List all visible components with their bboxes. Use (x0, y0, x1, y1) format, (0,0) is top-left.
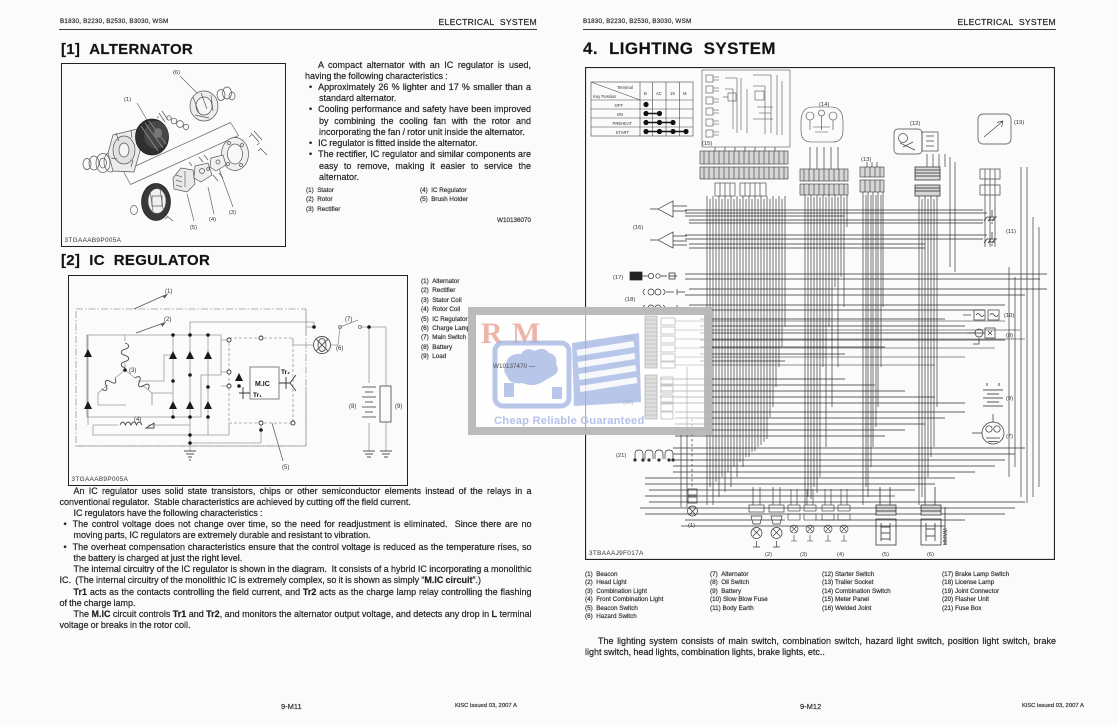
svg-text:(7): (7) (345, 317, 352, 323)
svg-text:(16): (16) (633, 225, 643, 231)
svg-text:Key Position: Key Position (593, 94, 617, 99)
svg-text:M.IC: M.IC (255, 381, 270, 388)
svg-text:3TGAAAB9P005A: 3TGAAAB9P005A (65, 237, 122, 244)
svg-text:19: 19 (670, 91, 675, 96)
svg-text:Tr₂: Tr₂ (281, 369, 290, 376)
svg-text:(6): (6) (336, 346, 343, 352)
svg-text:M: M (683, 91, 687, 96)
svg-text:OFF: OFF (615, 103, 624, 108)
svg-text:(13): (13) (861, 157, 871, 163)
svg-text:B: B (644, 91, 647, 96)
svg-text:(15): (15) (702, 141, 712, 147)
svg-text:(3): (3) (129, 368, 136, 374)
svg-text:R: R (481, 317, 503, 350)
svg-text:(2): (2) (164, 317, 171, 323)
svg-text:(9): (9) (395, 404, 402, 410)
svg-text:PREHEAT: PREHEAT (613, 121, 633, 126)
svg-text:Terminal: Terminal (617, 85, 633, 90)
svg-text:(9): (9) (1006, 396, 1013, 402)
svg-text:(1): (1) (688, 523, 695, 529)
svg-text:(7): (7) (1006, 434, 1013, 440)
svg-text:(5): (5) (882, 552, 889, 558)
svg-text:(14): (14) (819, 102, 829, 108)
svg-text:MMMM: MMMM (943, 528, 949, 545)
svg-text:(21): (21) (616, 453, 626, 459)
svg-text:(4): (4) (134, 417, 141, 423)
svg-text:(11): (11) (1006, 229, 1016, 235)
svg-text:(17): (17) (613, 275, 623, 281)
svg-text:(8): (8) (1006, 333, 1013, 339)
svg-text:(5): (5) (190, 225, 197, 231)
svg-text:(3): (3) (229, 210, 236, 216)
svg-text:Cheap Reliable Guaranteed: Cheap Reliable Guaranteed (494, 415, 644, 427)
svg-text:(6): (6) (173, 70, 180, 76)
svg-text:Tr₁: Tr₁ (253, 392, 262, 399)
svg-text:(12): (12) (910, 121, 920, 127)
svg-text:(8): (8) (349, 404, 356, 410)
svg-text:3TGAAAB9P005A: 3TGAAAB9P005A (72, 476, 129, 483)
svg-text:(5): (5) (282, 465, 289, 471)
svg-text:START: START (616, 130, 630, 135)
svg-text:AC: AC (656, 91, 662, 96)
svg-text:(6): (6) (927, 552, 934, 558)
svg-text:(4): (4) (837, 552, 844, 558)
svg-text:(19): (19) (1014, 120, 1024, 126)
svg-text:(4): (4) (209, 217, 216, 223)
svg-text:(18): (18) (625, 297, 635, 303)
svg-text:(1): (1) (165, 289, 172, 295)
svg-text:ON: ON (617, 112, 623, 117)
svg-text:(3): (3) (800, 552, 807, 558)
svg-text:(10): (10) (1004, 313, 1014, 319)
svg-text:(2): (2) (765, 552, 772, 558)
svg-text:3TBAAAJ9F017A: 3TBAAAJ9F017A (589, 550, 644, 557)
svg-text:(1): (1) (124, 97, 131, 103)
